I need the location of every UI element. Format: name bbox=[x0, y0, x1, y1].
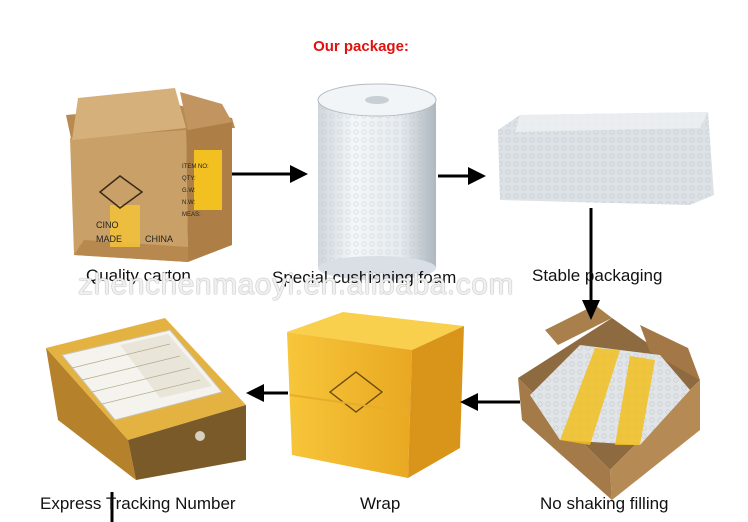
step-label-cushioning-foam: Special cushioning foam bbox=[272, 268, 457, 287]
carton-print-qty: QTY: bbox=[182, 176, 196, 182]
arrow-filling-to-wrap-icon bbox=[460, 393, 520, 411]
arrow-wrap-to-express-icon bbox=[246, 384, 288, 402]
arrow-stable-to-filling-icon bbox=[582, 208, 600, 320]
step-label-express-tracking: Express Tracking Number bbox=[40, 494, 236, 513]
carton-print-china: CHINA bbox=[145, 234, 173, 244]
wrapped-box-image bbox=[287, 312, 464, 478]
watermark-text: zhenchenmaoyi.en.alibaba.com bbox=[78, 268, 514, 301]
arrow-foam-to-stable-icon bbox=[438, 167, 486, 185]
carton-print-made: MADE bbox=[96, 234, 122, 244]
arrow-carton-to-foam-icon bbox=[232, 165, 308, 183]
carton-print-nw: N.W: bbox=[182, 200, 196, 206]
quality-carton-image: CINO MADE CHINA ITEM NO: QTY: G.W: N.W: … bbox=[66, 88, 235, 262]
step-label-wrap: Wrap bbox=[360, 494, 401, 513]
cushioning-foam-roll-image bbox=[317, 83, 437, 280]
carton-print-cino: CINO bbox=[96, 220, 119, 230]
step-label-no-shaking-filling: No shaking filling bbox=[540, 494, 669, 513]
no-shaking-filling-image bbox=[518, 305, 700, 500]
carton-print-gw: G.W: bbox=[182, 188, 196, 194]
carton-print-item: ITEM NO: bbox=[182, 164, 209, 170]
step-label-quality-carton: Quality carton bbox=[86, 266, 191, 285]
bubble-wrapped-item-image bbox=[498, 112, 714, 205]
step-label-stable-packaging: Stable packaging bbox=[532, 266, 663, 285]
carton-print-meas: MEAS: bbox=[182, 212, 201, 218]
express-box-with-waybill-image bbox=[46, 318, 246, 480]
page-title: Our package: bbox=[313, 38, 409, 55]
